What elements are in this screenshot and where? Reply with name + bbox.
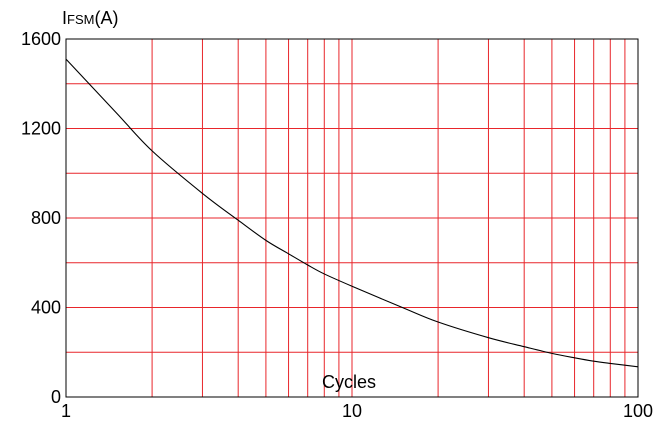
y-axis-label-main: I bbox=[62, 8, 67, 28]
y-tick-label-800: 800 bbox=[31, 208, 61, 228]
y-tick-labels: 0 400 800 1200 1600 bbox=[21, 29, 61, 407]
series-line-0 bbox=[65, 58, 639, 368]
grid-lines bbox=[65, 38, 639, 398]
y-tick-label-1600: 1600 bbox=[21, 29, 61, 49]
y-axis-label-unit: (A) bbox=[94, 8, 118, 28]
plot-frame bbox=[65, 38, 639, 398]
y-axis-label-sub: FSM bbox=[67, 12, 94, 27]
x-axis-label: Cycles bbox=[322, 372, 376, 392]
series-lines bbox=[65, 58, 639, 368]
y-tick-label-0: 0 bbox=[51, 387, 61, 407]
x-tick-label-10: 10 bbox=[342, 401, 362, 421]
y-axis-label: IFSM(A) bbox=[62, 8, 118, 28]
x-tick-label-100: 100 bbox=[623, 401, 653, 421]
x-tick-labels: 1 10 100 bbox=[61, 401, 653, 421]
y-tick-label-400: 400 bbox=[31, 298, 61, 318]
y-tick-label-1200: 1200 bbox=[21, 119, 61, 139]
x-tick-label-1: 1 bbox=[61, 401, 71, 421]
